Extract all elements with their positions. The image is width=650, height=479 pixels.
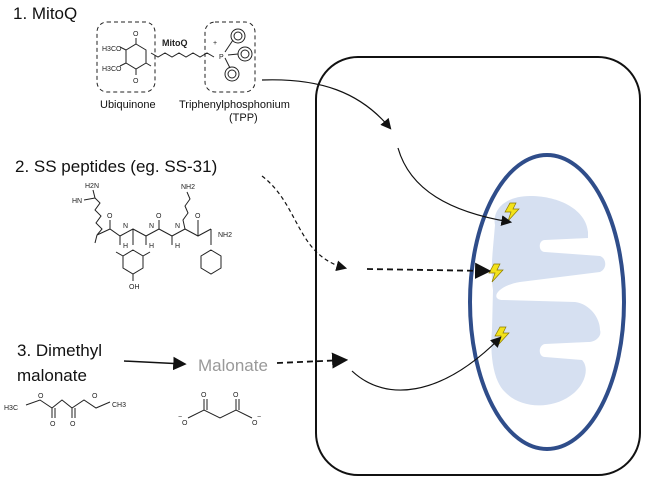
ubiquinone-label: Ubiquinone (100, 99, 156, 111)
chem-text: N (123, 223, 128, 230)
tpp-box (204, 21, 256, 93)
malonate-structure (187, 399, 253, 419)
tpp-label-line2: (TPP) (229, 112, 258, 124)
chem-text: − (178, 414, 182, 421)
chem-text: O (195, 213, 201, 220)
malonate-label: Malonate (198, 356, 268, 375)
chem-text: H (175, 243, 180, 250)
chem-text: HN (72, 198, 82, 205)
mitochondrion-cristae (491, 196, 606, 406)
chem-text: O (252, 420, 258, 427)
chem-text: O (182, 420, 188, 427)
chem-text: NH2 (181, 184, 195, 191)
chem-text: H (123, 243, 128, 250)
chem-text: H (149, 243, 154, 250)
chem-text: H3CO (102, 66, 122, 73)
dimethyl-malonate-structure (25, 399, 111, 418)
cell-outline (315, 56, 641, 476)
chem-text: O (70, 421, 76, 428)
lightning-icon (504, 202, 520, 222)
chem-text: P (219, 54, 224, 61)
chem-text: NH2 (218, 232, 232, 239)
chem-text: O (233, 392, 239, 399)
dm-heading-line1: 3. Dimethyl (17, 341, 102, 360)
chem-text: OH (129, 284, 140, 291)
lightning-icon (494, 326, 510, 346)
chem-text: N (175, 223, 180, 230)
mitoq-heading: 1. MitoQ (13, 4, 77, 23)
dm-heading-line2: malonate (17, 366, 87, 385)
chem-text: O (133, 31, 139, 38)
mitoq-linker-chain (150, 52, 215, 58)
ss31-structure (83, 189, 222, 281)
tpp-label-line1: Triphenylphosphonium (179, 99, 290, 111)
chem-text: O (107, 213, 113, 220)
tpp-structure (224, 28, 253, 82)
ubiquinone-structure (119, 38, 152, 75)
chem-text: − (257, 414, 261, 421)
ss-arrow-inner (366, 262, 492, 279)
chem-text: N (149, 223, 154, 230)
chem-text: O (92, 393, 98, 400)
mitoq-arrow-outer (261, 79, 392, 130)
dm-to-malonate-arrow (123, 356, 187, 371)
mitoq-linker-label: MitoQ (162, 38, 188, 48)
chem-text: H3CO (102, 46, 122, 53)
chem-text: O (201, 392, 207, 399)
mitochondrion (468, 153, 626, 451)
malonate-arrow-outer (276, 352, 349, 369)
chem-text: H2N (85, 183, 99, 190)
chem-text: O (156, 213, 162, 220)
mitoq-arrow-inner (397, 147, 513, 226)
ss-arrow-outer (261, 175, 348, 271)
ss-heading: 2. SS peptides (eg. SS-31) (15, 157, 217, 176)
ubiquinone-box (96, 21, 156, 93)
chem-text: O (133, 78, 139, 85)
chem-text: O (38, 393, 44, 400)
chem-text: CH3 (112, 402, 126, 409)
chem-text: H3C (4, 405, 18, 412)
malonate-arrow-inner (351, 336, 502, 391)
chem-text: + (213, 40, 217, 47)
chem-text: O (50, 421, 56, 428)
